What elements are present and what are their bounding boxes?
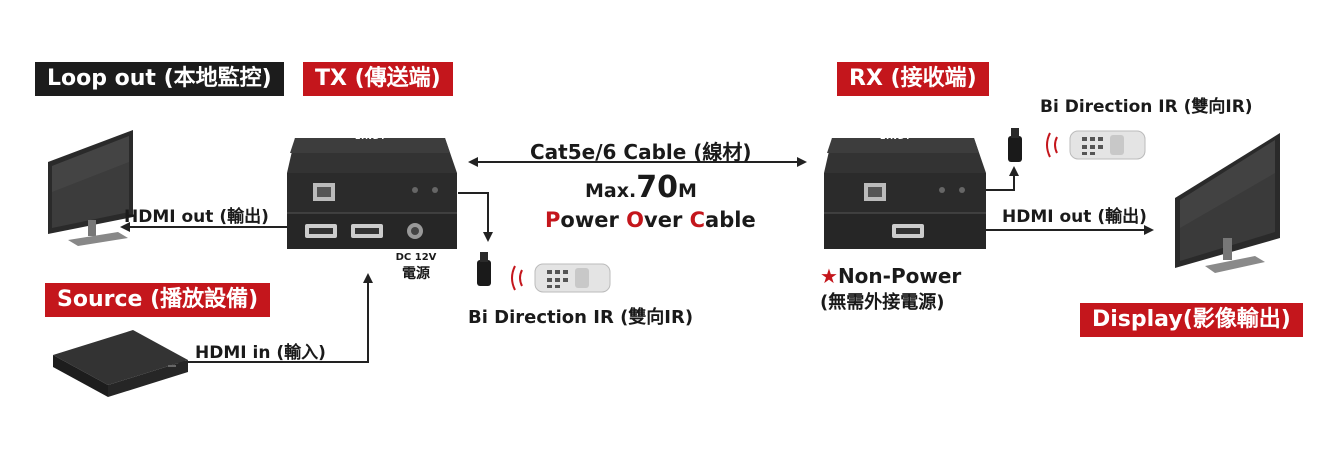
rx-remote-icon [1046, 130, 1146, 160]
max-unit: M [677, 180, 697, 202]
cable-label: Cat5e/6 Cable (線材) [530, 140, 752, 164]
loop-out-tag: Loop out (本地監控) [35, 62, 284, 96]
hdmi-out-right-label: HDMI out (輸出) [1002, 207, 1147, 227]
max-number: 70 [636, 170, 678, 205]
power-over-cable-label: Power Over Cable [545, 208, 756, 232]
poc-ower: ower [560, 208, 627, 232]
poc-able: able [705, 208, 756, 232]
loop-monitor-icon [48, 130, 133, 246]
max-prefix: Max. [585, 180, 637, 202]
hdmi-out-left-label: HDMI out (輸出) [124, 207, 269, 227]
non-power-label: ★Non-Power (無需外接電源) [820, 264, 961, 314]
tx-tag: TX (傳送端) [303, 62, 453, 96]
rx-tag: RX (接收端) [837, 62, 989, 96]
display-monitor-icon [1175, 133, 1280, 273]
tx-ir-arrow [458, 192, 493, 242]
hdmi-in-label: HDMI in (輸入) [195, 343, 326, 363]
poc-ver: ver [644, 208, 690, 232]
source-tag: Source (播放設備) [45, 283, 271, 317]
poc-letter-c: C [689, 208, 706, 232]
dc-power-label: DC 12V 電源 [390, 252, 442, 283]
tx-ir-sensor-icon [477, 252, 491, 286]
rx-ir-arrow [985, 166, 1019, 191]
dc-power-text: 電源 [402, 266, 430, 282]
rx-brand-label: LINDY [880, 132, 912, 141]
source-player-icon [53, 330, 188, 397]
rx-ir-sensor-icon [1008, 128, 1022, 162]
poc-letter-p: P [545, 208, 561, 232]
tx-transmitter-device [287, 138, 457, 249]
max-distance-label: Max.70M [585, 170, 697, 205]
hdmi-in-arrow [175, 273, 373, 363]
tx-remote-icon [511, 263, 611, 293]
bi-ir-right-label: Bi Direction IR (雙向IR) [1040, 97, 1253, 117]
bi-ir-left-label: Bi Direction IR (雙向IR) [468, 307, 694, 328]
tx-brand-label: LINDY [355, 132, 387, 141]
non-power-sub-text: (無需外接電源) [820, 292, 945, 313]
poc-letter-o: O [626, 208, 645, 232]
display-tag: Display(影像輸出) [1080, 303, 1303, 337]
rx-receiver-device [824, 138, 986, 249]
non-power-text: Non-Power [837, 264, 962, 288]
non-power-star-icon: ★ [820, 264, 838, 288]
dc-voltage-text: DC 12V [395, 252, 437, 263]
